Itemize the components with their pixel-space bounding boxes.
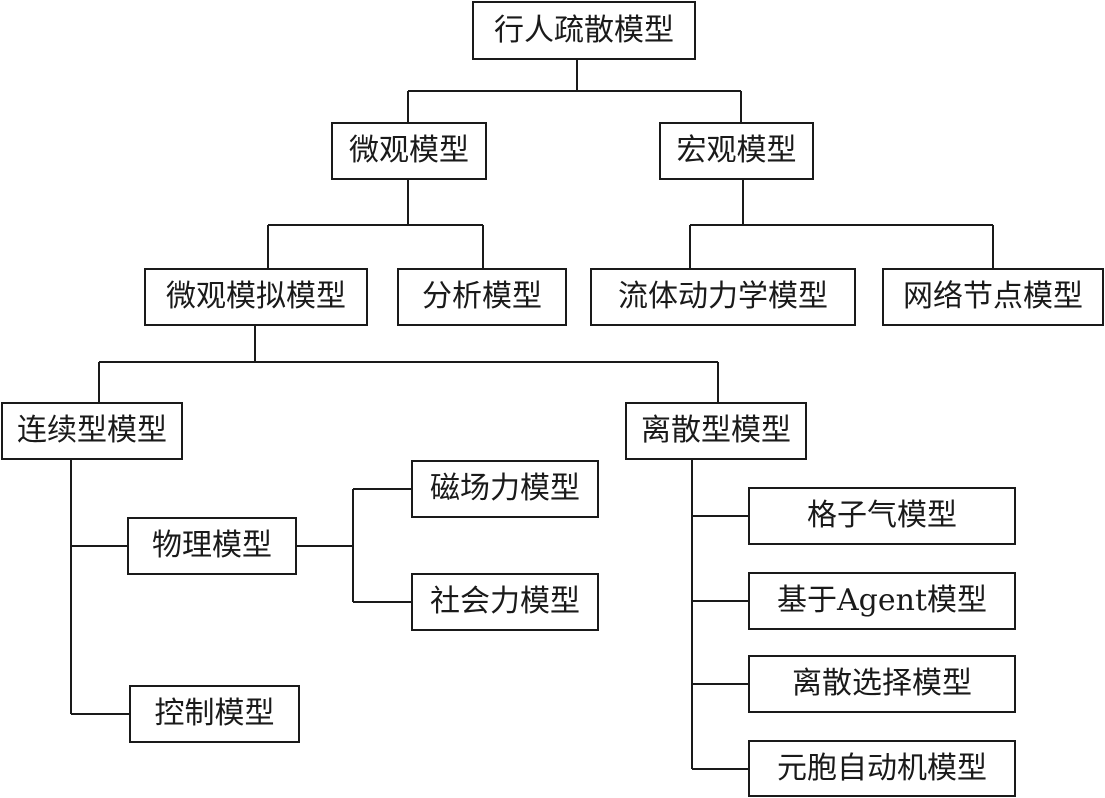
node-fluid-dynamics-model: 流体动力学模型 [590, 268, 856, 326]
edge-discrete-children [691, 460, 748, 770]
node-micro-simulation-model: 微观模拟模型 [144, 268, 368, 326]
node-analysis-model: 分析模型 [397, 268, 567, 326]
node-discrete-model: 离散型模型 [625, 402, 807, 460]
node-magnetic-force-model: 磁场力模型 [411, 460, 599, 518]
edge-microsim-children [98, 326, 719, 402]
edge-physical-children [297, 488, 411, 603]
node-macro-model: 宏观模型 [659, 122, 814, 180]
edge-root-children [407, 60, 742, 122]
edge-macro-children [689, 180, 994, 268]
node-lattice-gas-model: 格子气模型 [748, 487, 1016, 545]
node-network-node-model: 网络节点模型 [882, 268, 1104, 326]
node-continuous-model: 连续型模型 [1, 402, 183, 460]
node-cellular-automata-model: 元胞自动机模型 [748, 740, 1016, 797]
edge-continuous-children [70, 460, 129, 715]
node-micro-model: 微观模型 [331, 122, 487, 180]
node-social-force-model: 社会力模型 [411, 573, 599, 631]
node-physical-model: 物理模型 [127, 517, 297, 575]
node-agent-based-model: 基于Agent模型 [748, 572, 1016, 630]
node-control-model: 控制模型 [129, 685, 300, 743]
node-pedestrian-evacuation-model: 行人疏散模型 [472, 1, 696, 60]
edge-micro-children [267, 180, 484, 268]
node-discrete-choice-model: 离散选择模型 [748, 655, 1016, 713]
